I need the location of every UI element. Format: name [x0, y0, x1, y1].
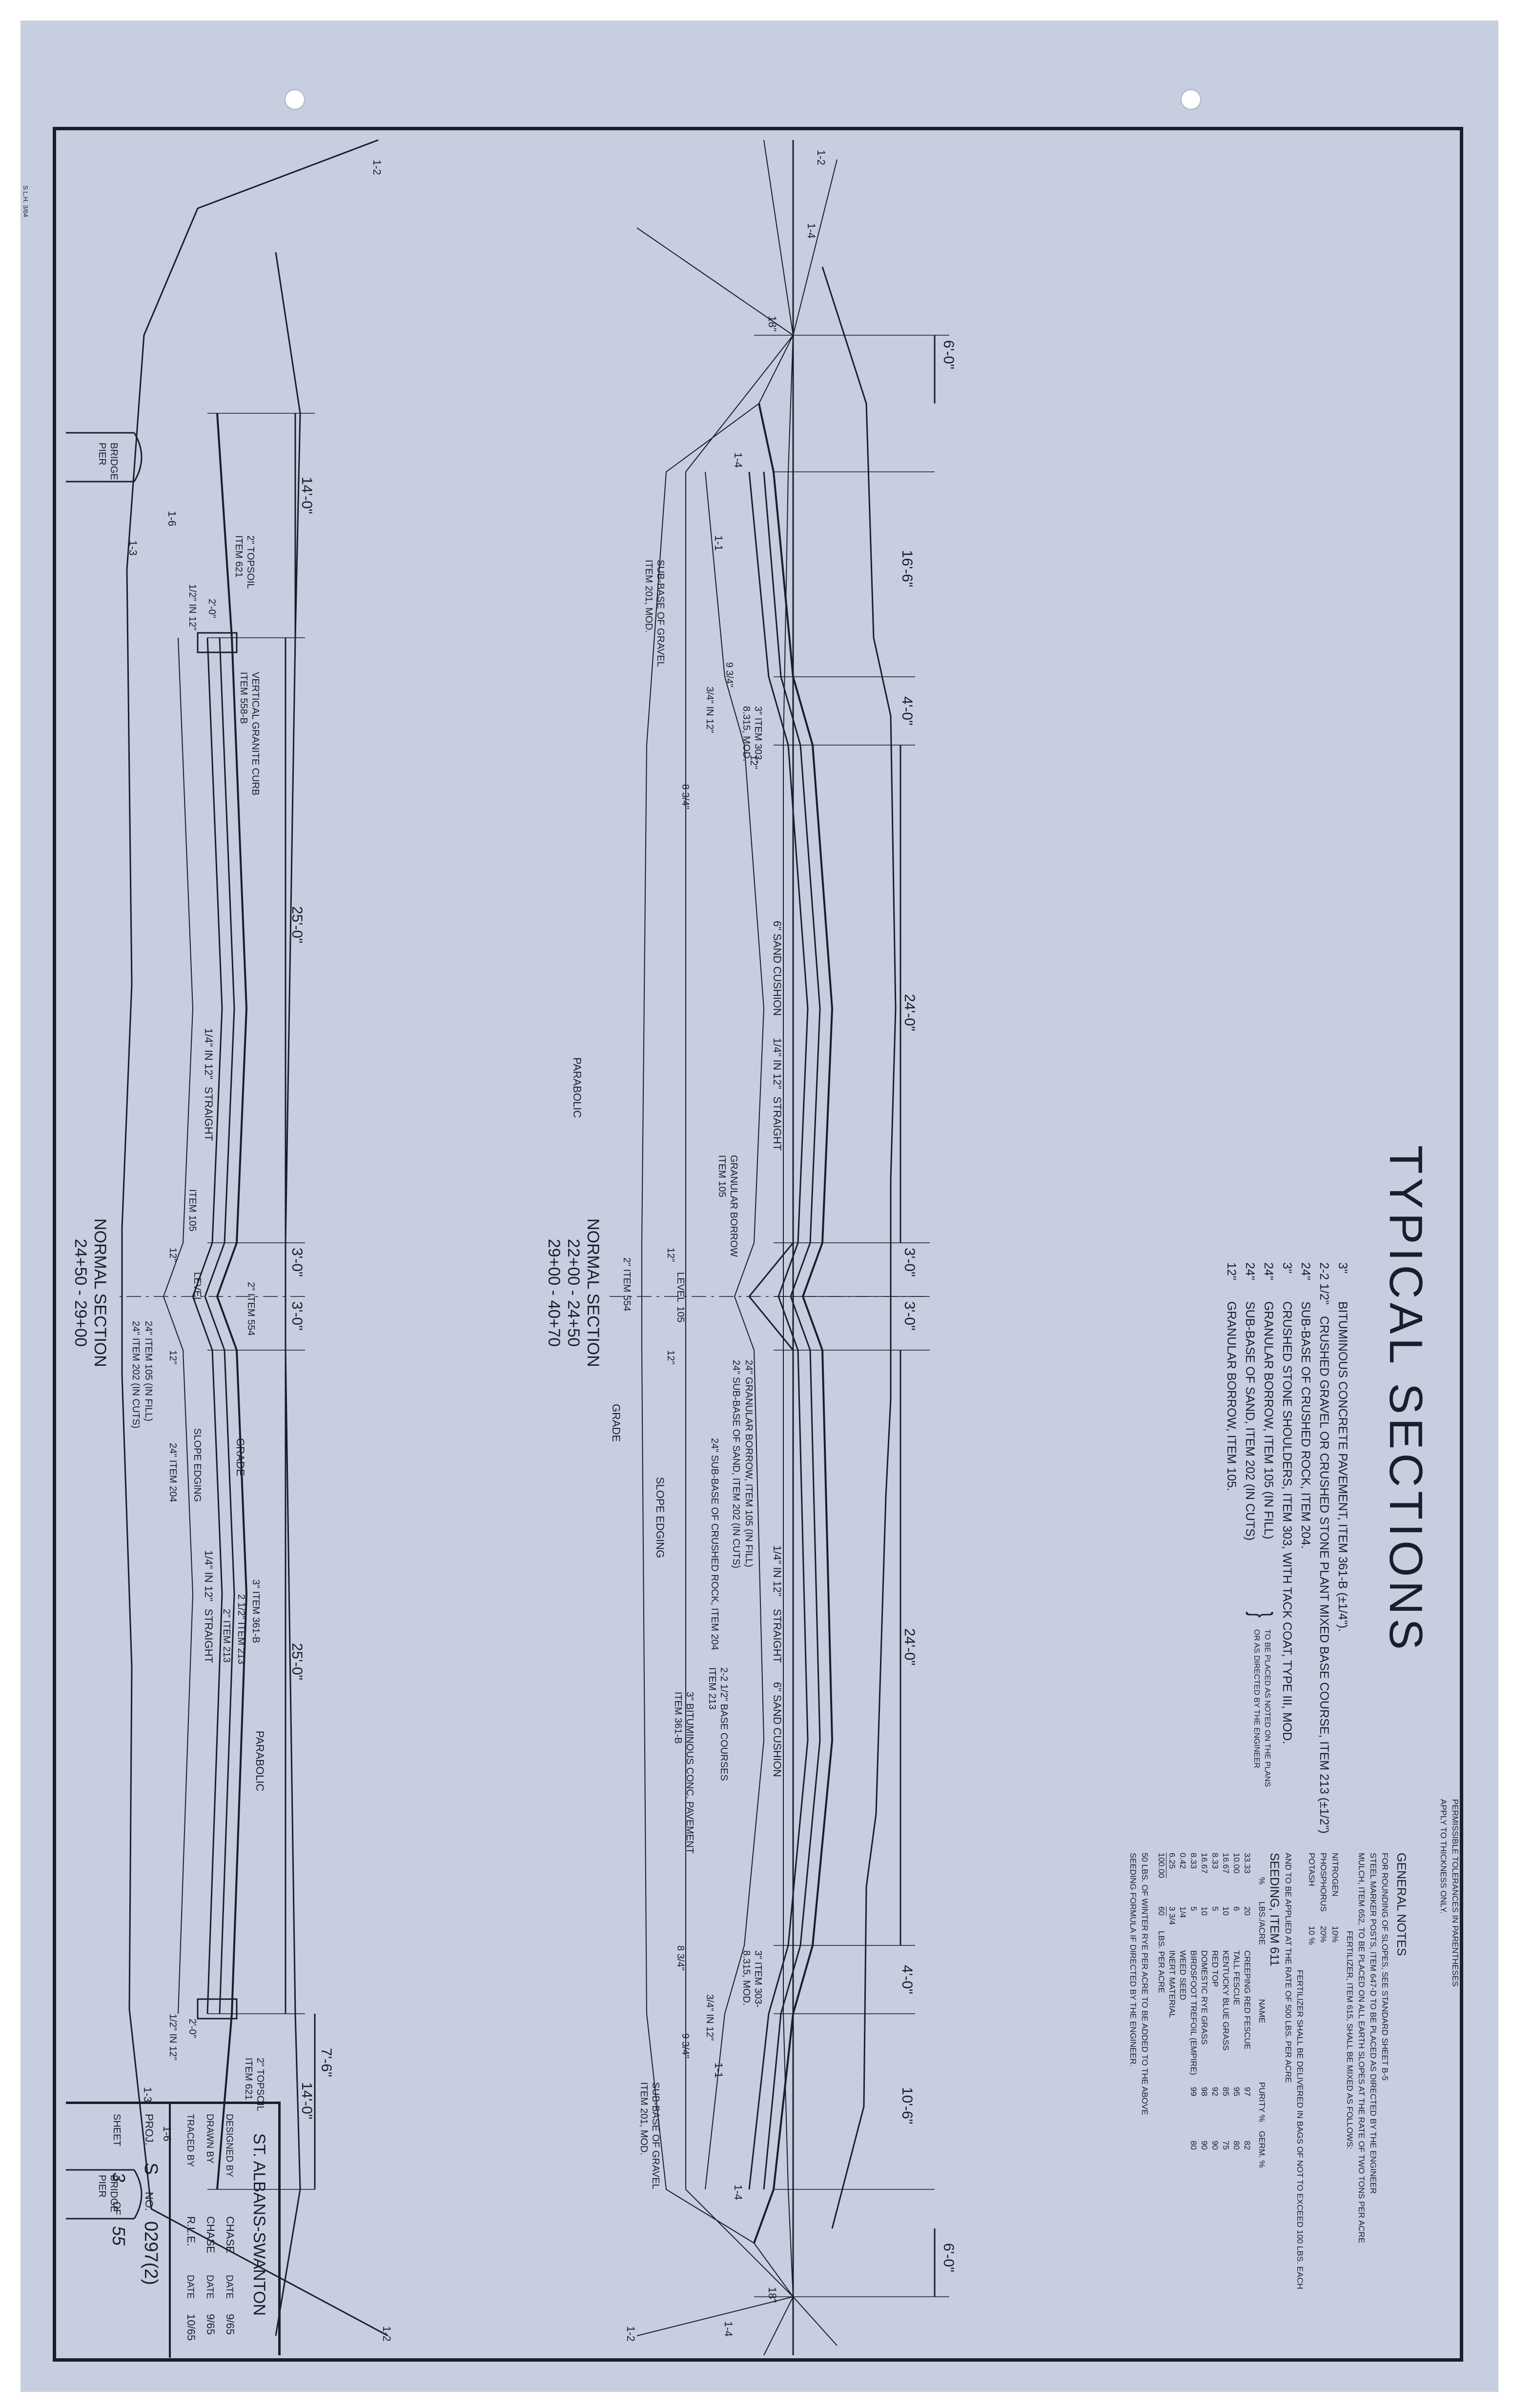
lower-label: 1/2" IN 12" [167, 2014, 178, 2061]
lower-layer-line [204, 637, 235, 2014]
lower-curb-left [197, 632, 238, 653]
lower-label: STRAIGHT [203, 1087, 215, 1141]
lower-dim: 25'-0" [289, 906, 305, 944]
title-block-label: DRAWN BY [204, 2114, 215, 2164]
upper-layer-line [763, 471, 821, 2190]
lower-slope-line [275, 252, 301, 2336]
lower-dim: 25'-0" [289, 1643, 305, 1680]
lower-label: 1/4" IN 12" [203, 1550, 215, 1601]
title-block-label: SHEET [111, 2114, 122, 2146]
lower-bridge-pier-right [66, 2169, 143, 2220]
lower-label: SLOPE EDGING [192, 1428, 203, 1502]
drawing-sheet [20, 20, 1498, 2392]
lower-label: GRADE [234, 1438, 246, 1477]
title-block-label: DATE [224, 2275, 234, 2299]
title-block-label: PROJ. [143, 2114, 155, 2145]
title-block-label: DATE [185, 2275, 195, 2299]
rotated-drawing: TYPICAL SECTIONS PERMISSIBLE TOLERANCES … [56, 130, 1467, 2365]
lower-label: 1/4" IN 12" [203, 1028, 215, 1079]
title-block: ST. ALBANS-SWANTON DESIGNED BY CHASE DAT… [66, 2102, 281, 2358]
title-block-date: 9/65 [204, 2314, 217, 2335]
lower-label: 2 1/2" ITEM 213 [236, 1594, 246, 1664]
lower-label: 24" ITEM 105 (IN FILL) [143, 1321, 154, 1422]
title-block-sheet-total: 55 [109, 2226, 129, 2246]
title-block-date: 10/65 [185, 2314, 197, 2341]
lower-label: 24" ITEM 204 [167, 1443, 178, 1502]
lower-dim: 14'-0" [299, 2082, 315, 2120]
lower-dim: 7'-6" [318, 2048, 334, 2077]
upper-section-drawing [608, 140, 949, 2356]
lower-ground-line [121, 139, 388, 2337]
title-block-name: CHASE [224, 2216, 236, 2253]
lower-subbase-line [163, 637, 194, 2014]
lower-label-curb: VERTICAL GRANITE CURB ITEM 558-B [238, 672, 261, 796]
upper-ground-line [821, 266, 897, 2229]
title-block-name: CHASE [204, 2216, 217, 2253]
lower-label: 1-3 [142, 2087, 154, 2103]
title-block-label: OF [111, 2202, 122, 2215]
lower-curb-right [197, 1998, 238, 2020]
title-block-project: ST. ALBANS-SWANTON [250, 2133, 268, 2316]
lower-label: 1-3 [127, 540, 139, 556]
lower-section-caption: NORMAL SECTION 24+50 - 29+00 [71, 1218, 109, 1367]
lower-label: 1-2 [371, 160, 383, 175]
punch-hole [284, 89, 306, 110]
margin-stamp: S.L.H. 3/64 [22, 185, 29, 218]
lower-label: 1/2" IN 12" [187, 584, 198, 631]
title-block-name: R.L.E. [185, 2216, 197, 2246]
lower-dim: 3'-0" [289, 1248, 305, 1277]
title-block-label: DESIGNED BY [224, 2114, 234, 2177]
title-block-label: DATE [204, 2275, 215, 2299]
lower-dim: 3'-0" [289, 1301, 305, 1331]
lower-label: 2'-0" [187, 2019, 198, 2038]
lower-section-drawing [66, 139, 388, 2337]
title-block-proj-letter: S [141, 2163, 161, 2175]
title-block-sheet-no: 3 [109, 2172, 129, 2183]
title-block-date: 9/65 [224, 2314, 236, 2335]
lower-bridge-pier-left [66, 432, 143, 483]
lower-dim: 14'-0" [299, 477, 315, 514]
lower-label: PARABOLIC [254, 1731, 266, 1792]
punch-hole [1180, 89, 1202, 110]
lower-label: 24" ITEM 202 (IN CUTS) [130, 1321, 141, 1429]
title-block-proj-no: 0297(2) [141, 2221, 161, 2285]
lower-label-topsoil-l: 2" TOPSOIL ITEM 621 [233, 535, 256, 589]
lower-label: STRAIGHT [203, 1609, 215, 1663]
lower-label: 2" ITEM 554 [245, 1282, 256, 1336]
upper-subbase-line [705, 471, 765, 2190]
lower-label: 1-6 [166, 511, 178, 526]
drawing-border: TYPICAL SECTIONS PERMISSIBLE TOLERANCES … [53, 127, 1463, 2362]
title-block-divider [169, 2104, 171, 2358]
lower-label: 12" [167, 1350, 178, 1365]
lower-label: 12" [167, 1248, 178, 1262]
title-block-label: NO. [143, 2192, 155, 2211]
lower-label: 2" ITEM 213 [221, 1609, 232, 1663]
lower-layer-line [192, 637, 223, 2014]
lower-label: LEVEL [192, 1272, 203, 1303]
lower-label: 1-2 [381, 2326, 393, 2342]
lower-label: 2'-0" [206, 599, 217, 618]
lower-label-bridge-pier-l: BRIDGE PIER [97, 443, 119, 480]
lower-label: ITEM 105 [187, 1189, 198, 1232]
title-block-label: TRACED BY [185, 2114, 195, 2167]
lower-label: 3" ITEM 361-B [250, 1579, 261, 1643]
